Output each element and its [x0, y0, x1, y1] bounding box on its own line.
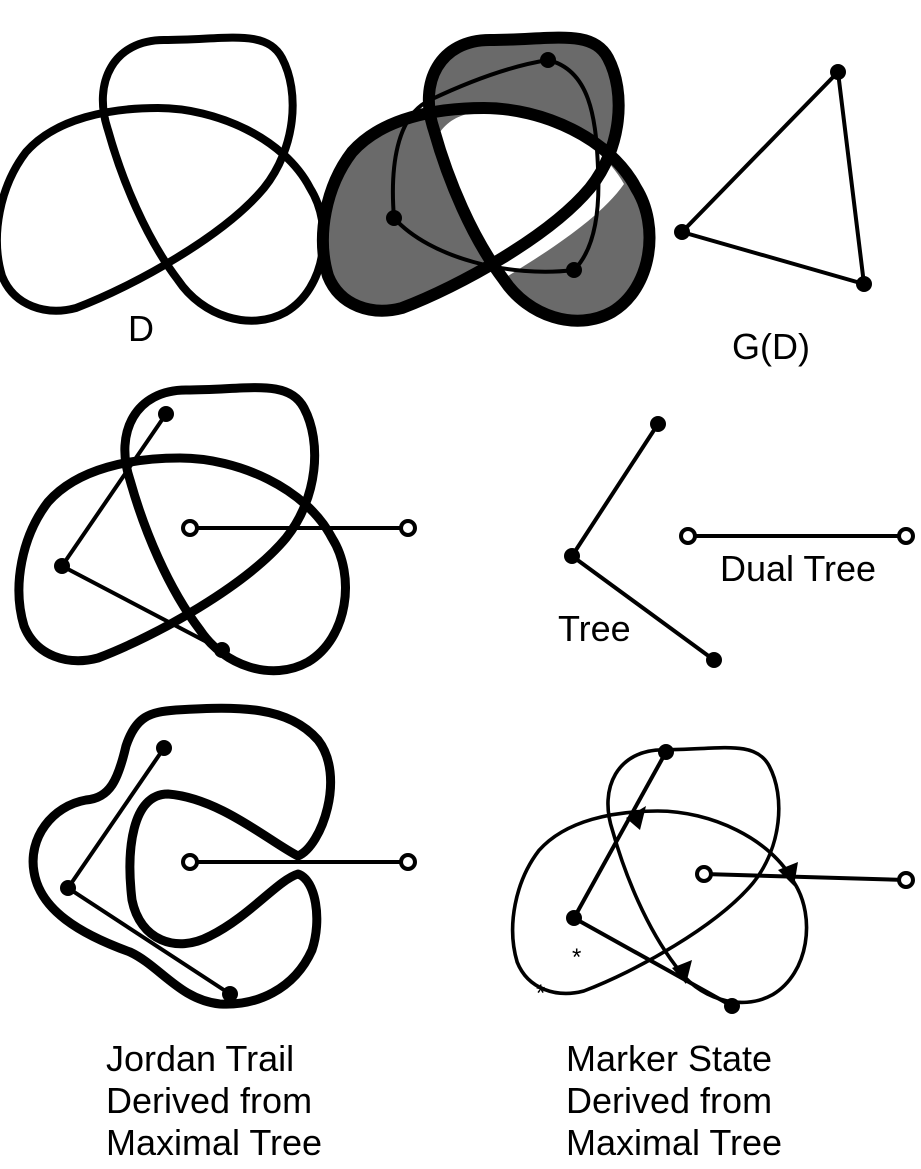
shaded-vertex-left [386, 210, 402, 226]
label-dual-tree: Dual Tree [720, 548, 877, 589]
graph-gd [674, 64, 872, 292]
caption-jordan-line-2: Derived from [106, 1080, 313, 1121]
knot-d [0, 38, 324, 321]
caption-jordan-line-3: Maximal Tree [106, 1122, 323, 1163]
marker-asterisk-outer: * [536, 980, 546, 1007]
caption-marker-line-3: Maximal Tree [566, 1122, 783, 1163]
caption-jordan-trail: Jordan Trail Derived from Maximal Tree [106, 1038, 322, 1164]
shaded-knot [323, 38, 650, 321]
marker-state-vertices [566, 744, 915, 1014]
tree-overlay-row2 [60, 412, 408, 652]
caption-marker-state: Marker State Derived from Maximal Tree [566, 1038, 782, 1164]
dual-tree [679, 527, 915, 545]
label-tree: Tree [558, 608, 631, 649]
label-d: D [128, 308, 154, 349]
caption-marker-line-2: Derived from [566, 1080, 773, 1121]
marker-triangles [626, 806, 798, 984]
shaded-vertex-right [566, 262, 582, 278]
tree [564, 416, 722, 668]
tree-vertices-row3 [60, 740, 417, 1002]
tree-overlay-row3 [66, 746, 408, 996]
jordan-trail [28, 703, 336, 1009]
shaded-knot-center [440, 112, 624, 276]
shaded-vertex-top [540, 52, 556, 68]
marker-asterisk-inner: * [572, 944, 582, 971]
label-gd: G(D) [732, 326, 810, 367]
caption-jordan-line-1: Jordan Trail [106, 1038, 295, 1079]
caption-marker-line-1: Marker State [566, 1038, 773, 1079]
shaded-graph-edges [390, 58, 601, 274]
tree-vertices-row2 [54, 406, 417, 658]
marker-state-tree [572, 751, 907, 1008]
